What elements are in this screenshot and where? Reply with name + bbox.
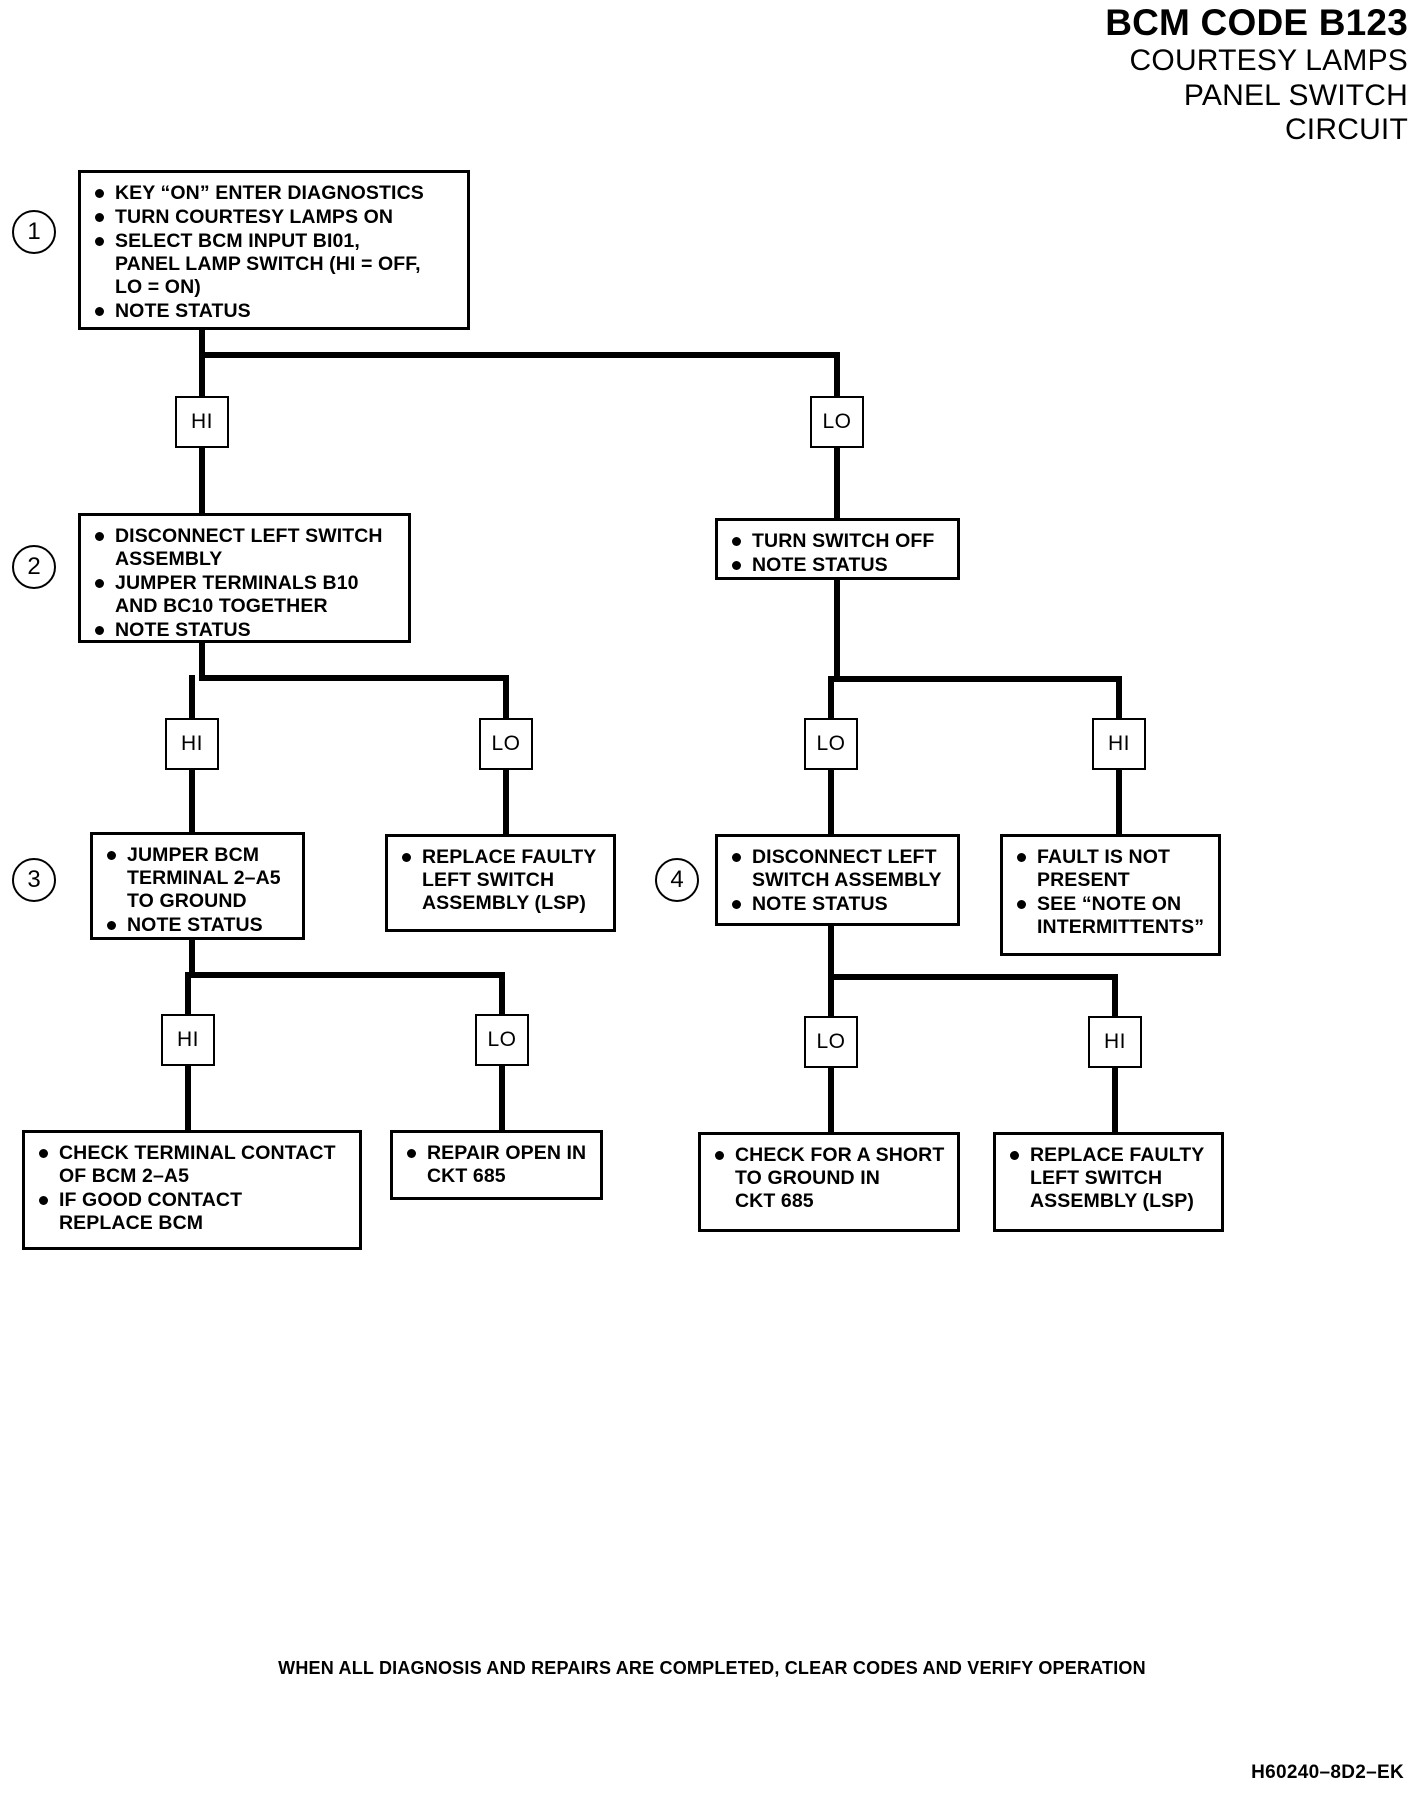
connector-turnoff-down	[834, 578, 840, 682]
box-turn-switch-off: TURN SWITCH OFF NOTE STATUS	[715, 518, 960, 580]
page-title: BCM CODE B123	[1105, 2, 1408, 43]
box-step4-bullet-2: NOTE STATUS	[730, 893, 947, 916]
label-hi-5: HI	[1088, 1016, 1142, 1068]
connector-hi5-to-replace	[1112, 1064, 1118, 1132]
box-replace-faulty-lsp-left: REPLACE FAULTY LEFT SWITCH ASSEMBLY (LSP…	[385, 834, 616, 932]
step-marker-3: 3	[12, 858, 56, 902]
connector-hi4-to-check	[185, 1062, 191, 1130]
connector-step3-bus	[189, 972, 505, 978]
title-block: BCM CODE B123 COURTESY LAMPS PANEL SWITC…	[1105, 2, 1408, 146]
step-marker-2: 2	[12, 545, 56, 589]
connector-hi5-down	[1112, 974, 1118, 1024]
box-step2: DISCONNECT LEFT SWITCH ASSEMBLY JUMPER T…	[78, 513, 411, 643]
box-step3-bullet-2: NOTE STATUS	[105, 914, 292, 937]
label-lo-1: LO	[810, 396, 864, 448]
connector-turnoff-bus	[834, 676, 1122, 682]
connector-hi3-to-fault	[1116, 766, 1122, 834]
box-step4: DISCONNECT LEFT SWITCH ASSEMBLY NOTE STA…	[715, 834, 960, 926]
connector-lo3-down	[828, 676, 834, 726]
title-subline-1: COURTESY LAMPS	[1129, 44, 1408, 78]
label-hi-2: HI	[165, 718, 219, 770]
box-replace-faulty-lsp-left-bullet-1: REPLACE FAULTY LEFT SWITCH ASSEMBLY (LSP…	[400, 846, 603, 915]
box-check-terminal-contact: CHECK TERMINAL CONTACT OF BCM 2–A5 IF GO…	[22, 1130, 362, 1250]
connector-step3-down	[189, 938, 195, 974]
connector-lo4-down	[499, 972, 505, 1022]
label-hi-3: HI	[1092, 718, 1146, 770]
label-lo-4: LO	[475, 1014, 529, 1066]
label-lo-3: LO	[804, 718, 858, 770]
box-step1-bullet-2: TURN COURTESY LAMPS ON	[93, 206, 457, 229]
connector-lo5-to-short	[828, 1064, 834, 1132]
connector-hi2-down	[189, 675, 195, 725]
box-step1: KEY “ON” ENTER DIAGNOSTICS TURN COURTESY…	[78, 170, 470, 330]
connector-step4-down	[828, 924, 834, 980]
box-step1-bullet-4: NOTE STATUS	[93, 300, 457, 323]
box-check-terminal-contact-bullet-2: IF GOOD CONTACT REPLACE BCM	[37, 1189, 349, 1235]
label-lo-5: LO	[804, 1016, 858, 1068]
box-step2-bullet-3: NOTE STATUS	[93, 619, 398, 642]
box-step2-bullet-1: DISCONNECT LEFT SWITCH ASSEMBLY	[93, 525, 398, 571]
box-check-short-ground-bullet-1: CHECK FOR A SHORT TO GROUND IN CKT 685	[713, 1144, 947, 1213]
box-check-short-ground: CHECK FOR A SHORT TO GROUND IN CKT 685	[698, 1132, 960, 1232]
box-replace-faulty-lsp-right: REPLACE FAULTY LEFT SWITCH ASSEMBLY (LSP…	[993, 1132, 1224, 1232]
connector-lo2-down	[503, 675, 509, 725]
connector-lo5-down	[828, 974, 834, 1024]
box-fault-not-present-bullet-2: SEE “NOTE ON INTERMITTENTS”	[1015, 893, 1208, 939]
box-repair-open: REPAIR OPEN IN CKT 685	[390, 1130, 603, 1200]
box-step2-bullet-2: JUMPER TERMINALS B10 AND BC10 TOGETHER	[93, 572, 398, 618]
connector-lo4-to-repair	[499, 1062, 505, 1130]
box-fault-not-present-bullet-1: FAULT IS NOT PRESENT	[1015, 846, 1208, 892]
box-step3: JUMPER BCM TERMINAL 2–A5 TO GROUND NOTE …	[90, 832, 305, 940]
connector-hi2-to-step3	[189, 766, 195, 834]
connector-step1-bus	[199, 352, 840, 358]
box-step4-bullet-1: DISCONNECT LEFT SWITCH ASSEMBLY	[730, 846, 947, 892]
connector-lo3-to-step4	[828, 766, 834, 834]
box-step3-bullet-1: JUMPER BCM TERMINAL 2–A5 TO GROUND	[105, 844, 292, 913]
title-subline-2: PANEL SWITCH	[1183, 78, 1408, 112]
box-turn-switch-off-bullet-1: TURN SWITCH OFF	[730, 530, 947, 553]
connector-lo1-down	[834, 352, 840, 402]
footer-drawing-code: H60240–8D2–EK	[1251, 1762, 1404, 1783]
box-step1-bullet-3: SELECT BCM INPUT BI01, PANEL LAMP SWITCH…	[93, 230, 457, 299]
box-step1-bullet-1: KEY “ON” ENTER DIAGNOSTICS	[93, 182, 457, 205]
connector-step2-down	[199, 641, 205, 677]
box-repair-open-bullet-1: REPAIR OPEN IN CKT 685	[405, 1142, 590, 1188]
label-hi-1: HI	[175, 396, 229, 448]
step-marker-4: 4	[655, 858, 699, 902]
connector-hi1-down	[199, 352, 205, 402]
box-check-terminal-contact-bullet-1: CHECK TERMINAL CONTACT OF BCM 2–A5	[37, 1142, 349, 1188]
connector-hi3-down	[1116, 676, 1122, 726]
title-subline-3: CIRCUIT	[1284, 112, 1408, 146]
connector-step1-down	[199, 328, 205, 356]
connector-lo2-to-replace	[503, 766, 509, 834]
connector-hi4-down	[185, 972, 191, 1022]
box-replace-faulty-lsp-right-bullet-1: REPLACE FAULTY LEFT SWITCH ASSEMBLY (LSP…	[1008, 1144, 1211, 1213]
box-fault-not-present: FAULT IS NOT PRESENT SEE “NOTE ON INTERM…	[1000, 834, 1221, 956]
step-marker-1: 1	[12, 210, 56, 254]
label-lo-2: LO	[479, 718, 533, 770]
connector-step2-bus	[199, 675, 509, 681]
label-hi-4: HI	[161, 1014, 215, 1066]
footer-note: WHEN ALL DIAGNOSIS AND REPAIRS ARE COMPL…	[278, 1658, 1146, 1678]
box-turn-switch-off-bullet-2: NOTE STATUS	[730, 554, 947, 577]
connector-step4-bus	[828, 974, 1118, 980]
connector-lo1-to-turnoff	[834, 444, 840, 590]
